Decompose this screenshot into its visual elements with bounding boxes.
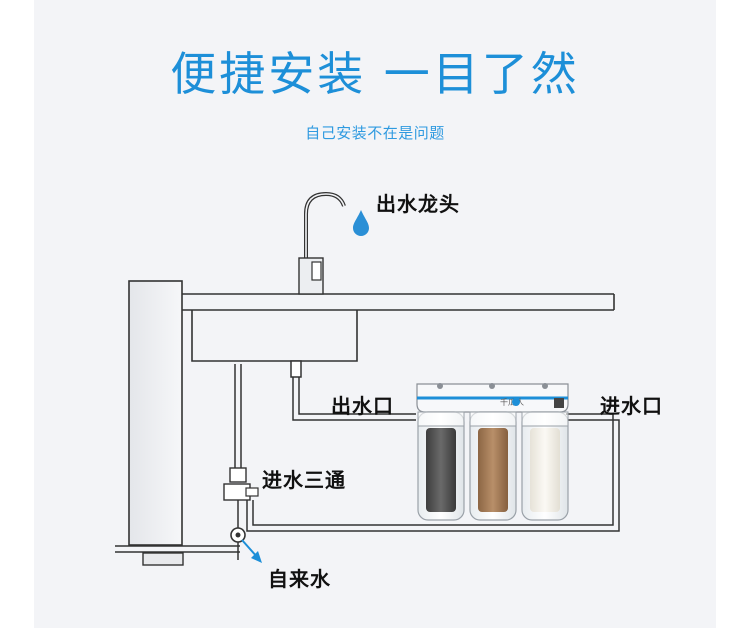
- inlet-label: 进水口: [600, 390, 663, 419]
- countertop: [182, 294, 614, 310]
- cabinet: [115, 281, 240, 565]
- cartridge-ceramic: [478, 428, 508, 512]
- tap-water-label: 自来水: [268, 563, 331, 592]
- faucet: [299, 194, 344, 294]
- sink-basin: [192, 310, 357, 361]
- cartridge-pp-cotton: [530, 428, 560, 512]
- outlet-label: 出水口: [331, 390, 394, 419]
- cartridge-carbon: [426, 428, 456, 512]
- arrow-icon: [242, 540, 262, 563]
- faucet-label: 出水龙头: [376, 188, 460, 217]
- tee-label: 进水三通: [262, 464, 346, 493]
- filter-unit: 千瓜人: [417, 383, 568, 520]
- water-drop-icon: [353, 210, 369, 236]
